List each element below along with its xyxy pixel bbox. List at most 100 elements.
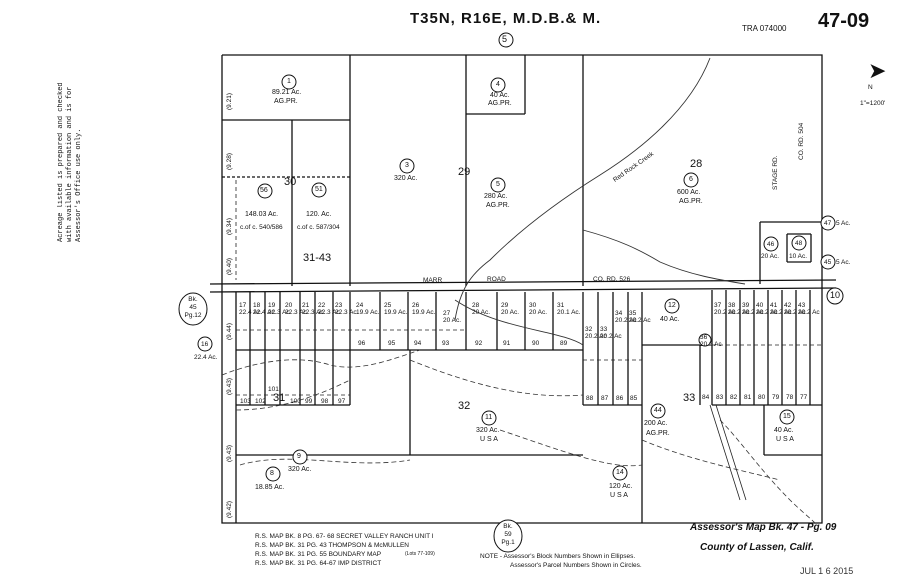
parcel-1-note: AG.PR. — [274, 98, 298, 105]
rs-line-1: R.S. MAP BK. 8 PG. 67- 68 SECRET VALLEY … — [255, 533, 434, 540]
parcel-5-number: 5 — [496, 181, 500, 188]
block-number: 78 — [786, 394, 794, 401]
parcel-14-number: 14 — [616, 469, 624, 476]
parcel-44-number: 44 — [654, 407, 662, 414]
parcel-47-acres: 5 Ac. — [836, 220, 851, 227]
block-number: 102 — [255, 398, 266, 405]
footer-note-1: NOTE - Assessor's Block Numbers Shown in… — [480, 553, 636, 560]
block-number: 90 — [532, 340, 540, 347]
dimension-label: (9.34) — [226, 218, 233, 235]
parcel-51-number: 51 — [315, 186, 323, 193]
parcel-56-note: c.of c. 540/586 — [240, 224, 283, 231]
parcel-4-acres: 40 Ac. — [490, 92, 510, 99]
parcel-14-note: U S A — [610, 492, 628, 499]
section-30: 30 — [284, 176, 297, 188]
road-co-rd-504: CO. RD. 504 — [798, 122, 805, 160]
parcel-56-acres: 148.03 Ac. — [245, 211, 279, 218]
parcel-11-acres: 320 Ac. — [476, 427, 500, 434]
rs-line-3: R.S. MAP BK. 31 PG. 55 BOUNDARY MAP — [255, 551, 382, 558]
block-number: 97 — [338, 398, 346, 405]
block-number: 103 — [240, 398, 251, 405]
parcel-5-acres: 280 Ac. — [484, 193, 508, 200]
block-number: 81 — [744, 394, 752, 401]
block-number: 79 — [772, 394, 780, 401]
north-arrow-icon: ➤ — [868, 58, 887, 83]
block-number: 96 — [358, 340, 366, 347]
parcel-8-acres: 18.85 Ac. — [255, 484, 285, 491]
road-marr: MARR — [423, 277, 443, 284]
dimension-label: (9.42) — [226, 501, 233, 518]
parcel-4-number: 4 — [496, 81, 500, 88]
road-stage: STAGE RD. — [772, 155, 779, 190]
dimension-label: (9.44) — [226, 323, 233, 340]
dimension-label: (9.40) — [226, 258, 233, 275]
parcel-44-note: AG.PR. — [646, 430, 670, 437]
county-label: County of Lassen, Calif. — [700, 542, 814, 553]
parcel-1-acres: 89.21 Ac. — [272, 89, 302, 96]
parcel-51-note: c.of c. 587/304 — [297, 224, 340, 231]
red-rock-creek — [454, 57, 711, 321]
parcel-15-acres: 40 Ac. — [774, 427, 794, 434]
parcel-45-acres: 5 Ac. — [836, 259, 851, 266]
block-number: 89 — [560, 340, 568, 347]
parcel-44-acres: 200 Ac. — [644, 420, 668, 427]
road-lower — [209, 287, 837, 293]
block-number: 98 — [321, 398, 329, 405]
block-number: 100 — [290, 398, 301, 405]
north-label: N — [868, 84, 873, 91]
block-number: 83 — [716, 394, 724, 401]
rs-line-4: R.S. MAP BK. 31 PG. 64-67 IMP DISTRICT — [255, 560, 382, 567]
dimension-label: (9.28) — [226, 153, 233, 170]
parcel-9-number: 9 — [297, 453, 301, 460]
parcel-1-number: 1 — [287, 78, 291, 85]
parcel-9-acres: 320 Ac. — [288, 466, 312, 473]
section-29: 29 — [458, 166, 471, 178]
block-number: 94 — [414, 340, 422, 347]
parcel-48-number: 48 — [795, 240, 803, 247]
rs-line-2: R.S. MAP BK. 31 PG. 43 THOMPSON & McMULL… — [255, 542, 409, 549]
east-block-ref: 10 — [830, 290, 841, 300]
block-number: 80 — [758, 394, 766, 401]
section-33: 33 — [683, 392, 696, 404]
block-number: 92 — [475, 340, 483, 347]
dimension-label: (9.43) — [226, 445, 233, 462]
section-31-43: 31-43 — [303, 252, 332, 264]
block-number: 88 — [586, 395, 594, 402]
top-block-number: 5 — [502, 34, 508, 44]
parcel-8-number: 8 — [270, 470, 274, 477]
map-title: T35N, R16E, M.D.B.& M. — [410, 10, 602, 27]
block-number: 101 — [268, 386, 279, 393]
tra-label: TRA 074000 — [742, 24, 787, 33]
parcel-16-number: 16 — [201, 341, 209, 348]
block-number: 84 — [702, 394, 710, 401]
parcel-11-number: 11 — [485, 414, 493, 421]
parcel-6-number: 6 — [689, 176, 693, 183]
road-co-rd-526: CO. RD. 526 — [593, 276, 631, 283]
parcel-48-acres: 10 Ac. — [789, 253, 808, 260]
block-number: 91 — [503, 340, 511, 347]
parcel-5-note: AG.PR. — [486, 202, 510, 209]
parcel-6-acres: 600 Ac. — [677, 189, 701, 196]
parcel-3-acres: 320 Ac. — [394, 175, 418, 182]
parcel-45-number: 45 — [824, 259, 832, 266]
block-number: 86 — [616, 395, 624, 402]
